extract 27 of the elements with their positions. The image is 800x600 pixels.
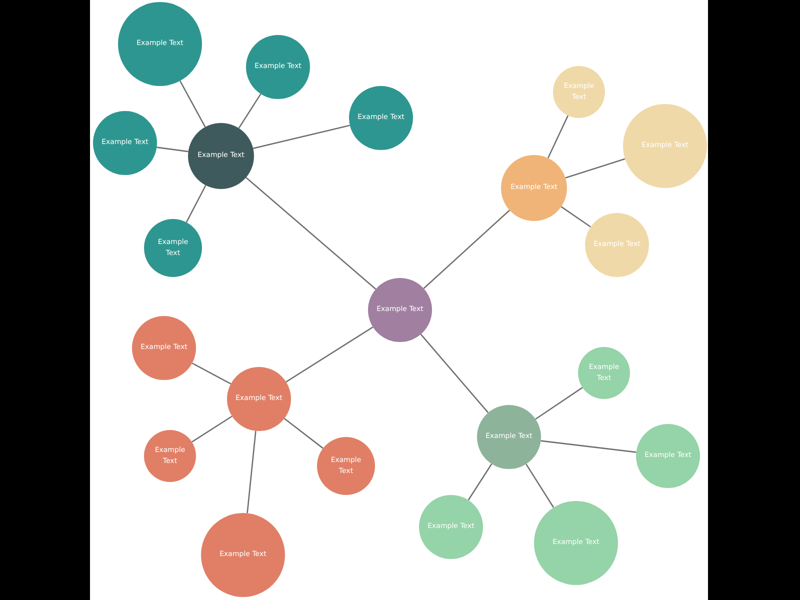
bubble-circle — [578, 347, 630, 399]
connector-line — [526, 464, 554, 508]
connector-line — [192, 362, 232, 384]
connector-line — [192, 416, 232, 443]
connector-line — [156, 146, 188, 152]
connector-line — [535, 386, 583, 420]
connector-line — [423, 210, 510, 289]
bubble-circle — [144, 430, 196, 482]
connector-line — [286, 326, 374, 382]
connector-line — [468, 464, 492, 500]
connector-line — [560, 206, 591, 228]
bubble-circle — [477, 405, 541, 469]
connector-line — [284, 418, 324, 449]
bubble-circle — [188, 123, 254, 189]
bubble-circle — [501, 155, 567, 221]
connector-line — [246, 177, 376, 290]
connector-line — [565, 158, 626, 179]
connector-line — [547, 115, 569, 158]
bubble-circle — [553, 66, 605, 118]
connector-line — [540, 440, 636, 453]
connector-line — [246, 430, 256, 514]
connector-line — [238, 94, 262, 129]
connector-line — [420, 334, 489, 414]
connector-line — [252, 124, 350, 149]
connector-line — [180, 80, 206, 128]
connector-line — [186, 184, 206, 223]
bubble-circle — [368, 278, 432, 342]
